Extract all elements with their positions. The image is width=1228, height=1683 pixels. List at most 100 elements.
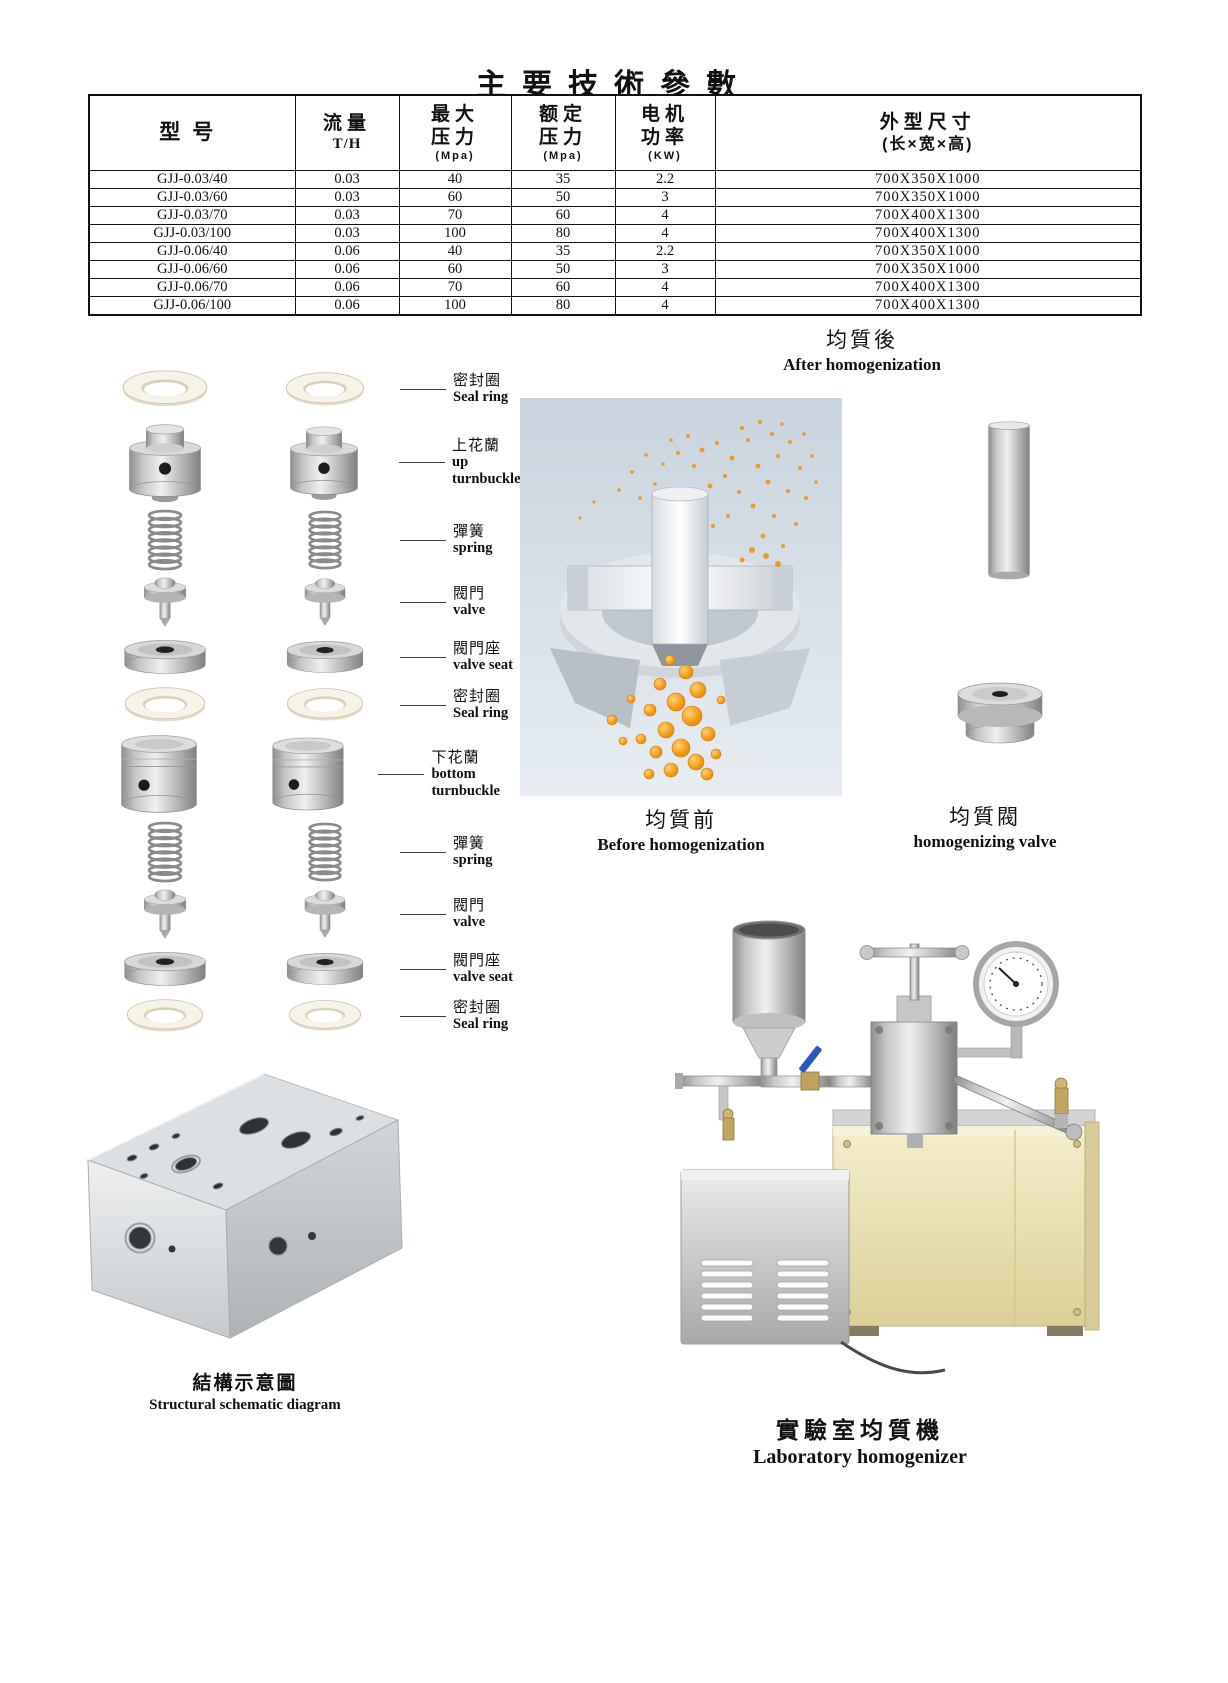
header-flow: 流量 T/H (294, 94, 400, 171)
machine-caption: 實驗室均質機 Laboratory homogenizer (753, 1417, 967, 1468)
up-turnbuckle-image (280, 422, 368, 502)
part-label: 閥門 valve (453, 897, 486, 931)
part-label: 下花蘭 bottom turnbuckle (431, 748, 500, 799)
leader-line (400, 1015, 446, 1017)
valve-seat-image (119, 635, 211, 679)
cell-flow: 0.03 (294, 206, 400, 225)
cell-rated-pressure: 35 (510, 170, 616, 189)
before-caption: 均質前 Before homogenization (597, 809, 765, 855)
schematic-caption: 結構示意圖 Structural schematic diagram (149, 1373, 341, 1413)
cell-model: GJJ-0.06/40 (88, 242, 296, 261)
cell-max-pressure: 40 (398, 242, 512, 261)
part-label: 閥門座 valve seat (453, 640, 513, 674)
cell-flow: 0.06 (294, 260, 400, 279)
seal-ring-image (119, 369, 211, 409)
cell-model: GJJ-0.03/100 (88, 224, 296, 243)
leader-line (400, 601, 446, 603)
cell-flow: 0.03 (294, 170, 400, 189)
cell-dimensions: 700X400X1300 (714, 224, 1142, 243)
cell-model: GJJ-0.03/70 (88, 206, 296, 225)
cell-motor-power: 2.2 (614, 242, 716, 261)
cell-max-pressure: 40 (398, 170, 512, 189)
part-label: 密封圈 Seal ring (453, 688, 509, 722)
table-header-row: 型号 流量 T/H 最大 压力 (Mpa) 额定 压力 (Mpa) 电机 (88, 94, 1142, 171)
cell-max-pressure: 60 (398, 188, 512, 207)
leader-line (400, 968, 446, 970)
header-dimensions: 外型尺寸 (长×宽×高) (714, 94, 1142, 171)
header-model: 型号 (88, 94, 296, 171)
cell-flow: 0.06 (294, 278, 400, 297)
seal-ring-image (122, 998, 208, 1034)
cell-model: GJJ-0.03/40 (88, 170, 296, 189)
part-label: 彈簧 spring (453, 835, 493, 869)
part-row: 閥門座 valve seat (80, 632, 540, 682)
part-row: 閥門座 valve seat (80, 944, 540, 994)
leader-line (400, 913, 446, 915)
part-row: 密封圈 Seal ring (80, 362, 540, 416)
header-max-pressure: 最大 压力 (Mpa) (398, 94, 512, 171)
table-row: GJJ-0.06/40 0.06 40 35 2.2 700X350X1000 (88, 242, 1142, 261)
leader-line (400, 851, 446, 853)
leader-line (400, 704, 446, 706)
cell-flow: 0.06 (294, 242, 400, 261)
table-row: GJJ-0.03/40 0.03 40 35 2.2 700X350X1000 (88, 170, 1142, 189)
leader-line (400, 388, 446, 390)
seal-ring-image (283, 371, 367, 408)
part-row: 上花蘭 up turnbuckle (80, 416, 540, 508)
cell-rated-pressure: 80 (510, 224, 616, 243)
cell-max-pressure: 60 (398, 260, 512, 279)
cell-max-pressure: 100 (398, 296, 512, 316)
table-row: GJJ-0.06/70 0.06 70 60 4 700X400X1300 (88, 278, 1142, 297)
part-row: 密封圈 Seal ring (80, 682, 540, 728)
cell-motor-power: 2.2 (614, 170, 716, 189)
seal-ring-image (284, 999, 366, 1033)
table-row: GJJ-0.06/100 0.06 100 80 4 700X400X1300 (88, 296, 1142, 316)
part-label: 密封圈 Seal ring (453, 999, 509, 1033)
leader-line (378, 773, 425, 775)
cell-motor-power: 4 (614, 278, 716, 297)
part-label: 閥門 valve (453, 585, 486, 619)
block-image (68, 1052, 406, 1350)
valve-image (295, 576, 355, 628)
cell-max-pressure: 100 (398, 224, 512, 243)
spring-image (302, 510, 348, 570)
cell-max-pressure: 70 (398, 206, 512, 225)
valve-disc-image (952, 668, 1048, 756)
seal-ring-image (284, 687, 366, 723)
cell-motor-power: 3 (614, 188, 716, 207)
cell-dimensions: 700X400X1300 (714, 296, 1142, 316)
header-motor-power: 电机 功率 (KW) (614, 94, 716, 171)
cell-model: GJJ-0.06/60 (88, 260, 296, 279)
cell-flow: 0.03 (294, 188, 400, 207)
bottom-turnbuckle-image (264, 733, 352, 815)
header-rated-pressure: 额定 压力 (Mpa) (510, 94, 616, 171)
machine-image (585, 872, 1133, 1410)
bottom-turnbuckle-image (112, 731, 206, 817)
cell-flow: 0.03 (294, 224, 400, 243)
leader-line (399, 461, 446, 463)
before-homogenization-image (520, 398, 842, 796)
after-caption: 均質後 After homogenization (783, 329, 941, 375)
cell-rated-pressure: 50 (510, 188, 616, 207)
cell-dimensions: 700X400X1300 (714, 278, 1142, 297)
valve-image (134, 575, 196, 629)
part-row: 下花蘭 bottom turnbuckle (80, 728, 540, 820)
valve-caption: 均質閥 homogenizing valve (913, 806, 1057, 852)
parts-diagram: 密封圈 Seal ring 上花蘭 up turnbuckle 彈簧 sprin… (80, 362, 540, 1038)
cell-motor-power: 4 (614, 206, 716, 225)
table-row: GJJ-0.03/100 0.03 100 80 4 700X400X1300 (88, 224, 1142, 243)
part-row: 彈簧 spring (80, 508, 540, 572)
cell-rated-pressure: 60 (510, 278, 616, 297)
cell-dimensions: 700X400X1300 (714, 206, 1142, 225)
part-row: 閥門 valve (80, 884, 540, 944)
valve-cylinder-image (980, 415, 1038, 587)
spring-image (302, 822, 348, 882)
up-turnbuckle-image (118, 420, 212, 504)
leader-line (400, 539, 446, 541)
valve-image (295, 888, 355, 940)
table-row: GJJ-0.03/60 0.03 60 50 3 700X350X1000 (88, 188, 1142, 207)
cell-motor-power: 4 (614, 224, 716, 243)
cell-dimensions: 700X350X1000 (714, 170, 1142, 189)
valve-seat-image (119, 947, 211, 991)
